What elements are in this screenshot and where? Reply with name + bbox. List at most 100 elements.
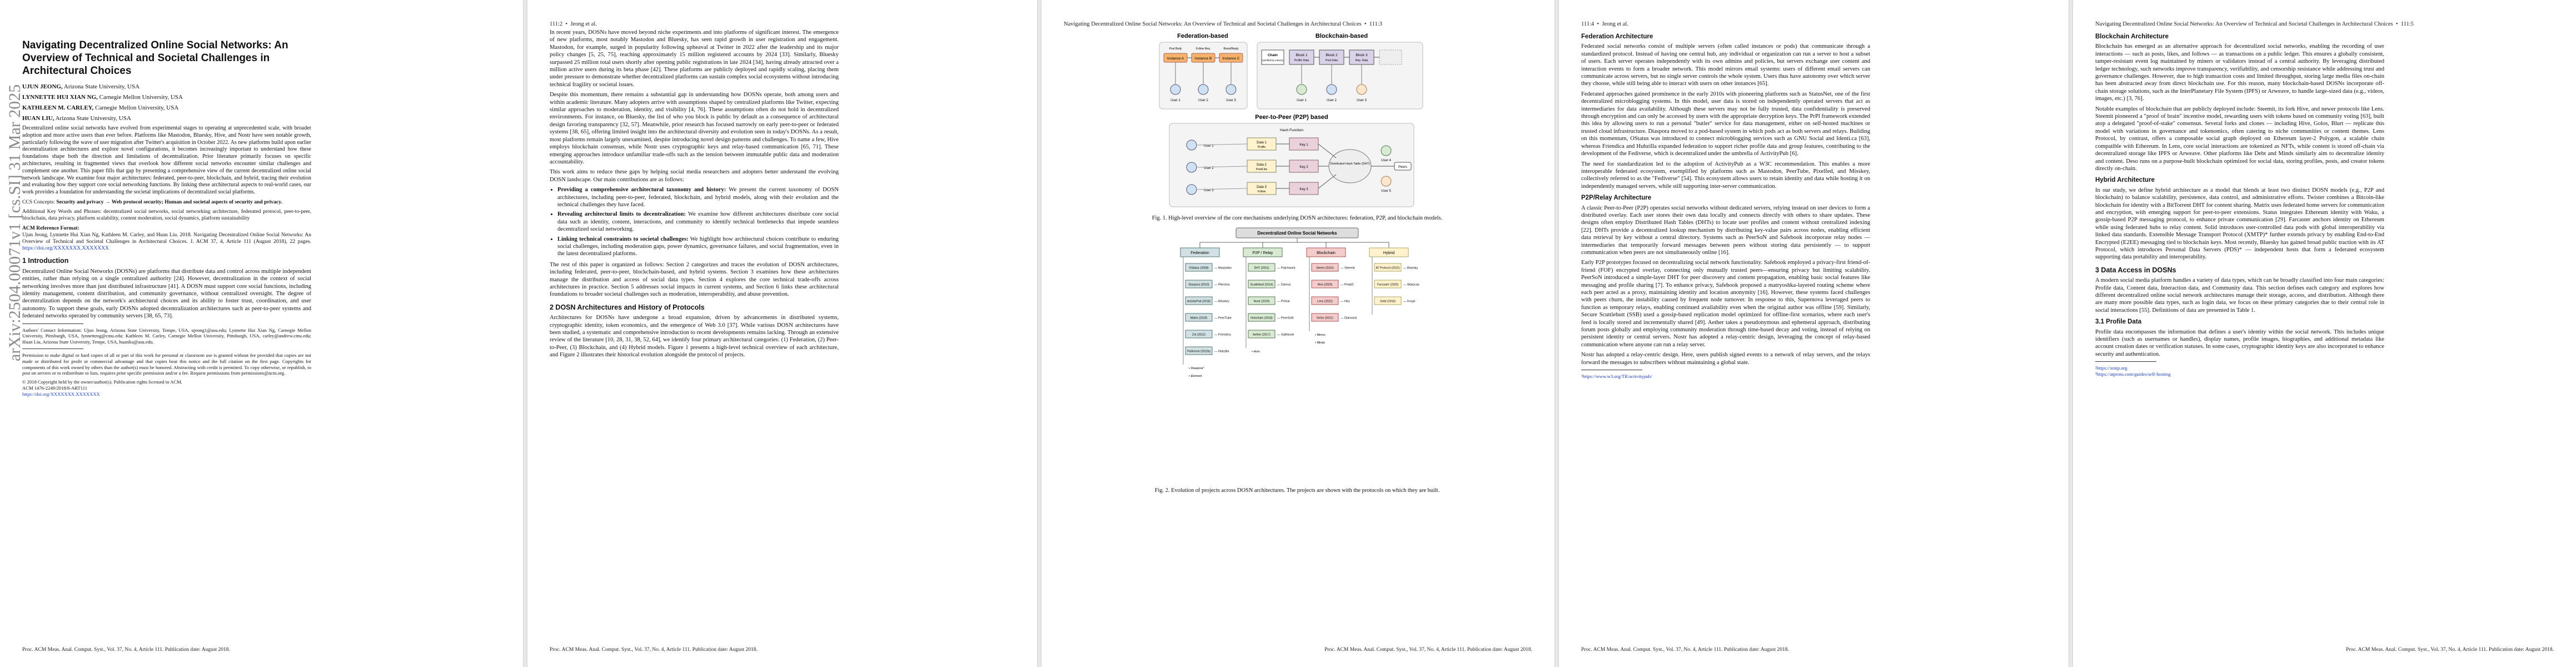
section-heading: 3 Data Access in DOSNs [2095,266,2176,274]
svg-text:User 1: User 1 [1170,99,1180,102]
contribution-item: Linking technical constraints to societa… [557,236,839,258]
doi-link[interactable]: https://doi.org/XXXXXXX.XXXXXXX [22,391,100,397]
p2p-project-label: • Holo [1252,350,1260,354]
hybrid-protocol-label: AT Protocol (2022) [1376,267,1399,270]
page-footer: Proc. ACM Meas. Anal. Comput. Syst., Vol… [550,647,758,653]
hybrid-protocol-box [1374,263,1402,272]
ref-doi-link[interactable]: https://doi.org/XXXXXXX.XXXXXXX [22,245,109,252]
svg-text:(verified by miners): (verified by miners) [1262,59,1284,62]
hybrid-protocol-box [1374,280,1402,288]
user-icon [1186,140,1197,151]
subsection-heading: P2P/Relay Architecture [1581,195,1652,202]
footnote-link[interactable]: ¹https://www.w3.org/TR/activitypub/ [1581,374,1652,380]
dht-cloud: Distributed Hash Table (DHT) [1318,143,1372,189]
acm-ref-label: ACM Reference Format: [22,225,79,231]
federation-project-label: — Misskey [1214,300,1229,303]
p2p-project-label: — Primal [1277,300,1290,303]
svg-text:Instance B: Instance B [1195,57,1212,61]
svg-text:Boost/Reply: Boost/Reply [1224,47,1239,51]
blockchain-project-label: • Memo [1315,334,1326,337]
p2p-protocol-box [1248,296,1275,305]
abstract: Decentralized online social networks hav… [22,125,311,196]
paragraph: A modern social media platform handles a… [2095,277,2384,313]
p2p-right-users: User 4 User 5 Peers [1371,145,1412,193]
arxiv-stamp: arXiv:2504.00071v1 [cs.SI] 31 Mar 2025 [6,84,24,361]
running-header: 111:2 • Jeong et al. [550,21,597,27]
hybrid-protocol-label: Farcaster (2020) [1377,283,1399,287]
running-header: Navigating Decentralized Online Social N… [2095,21,2414,27]
hybrid-protocol-box [1374,296,1402,305]
paper-page-2: 111:2 • Jeong et al. In recent years, DO… [527,0,1037,667]
svg-text:Chain: Chain [1268,53,1278,57]
svg-text:Follow Req.: Follow Req. [1196,47,1210,51]
paper-page-5: Navigating Decentralized Online Social N… [2073,0,2576,667]
federation-project-label: • Diaspora* [1189,367,1204,370]
federation-project-label: — Hubzilla [1214,350,1230,354]
permission-note: Permission to make digital or hard copie… [22,352,311,376]
fed-users: User 1 User 2 User 3 [1170,62,1237,102]
svg-text:Follow: Follow [1258,190,1266,193]
user-icon [1296,84,1307,95]
svg-text:Block 3: Block 3 [1356,53,1368,57]
footnote-link[interactable]: ²https://xmtp.org [2095,365,2127,371]
blockchain-project-label: • Minds [1315,341,1325,345]
paragraph: A classic Peer-to-Peer (P2P) operates so… [1581,205,1870,256]
user-icon [1170,84,1181,95]
blockchain-protocol-label: Hive (2020) [1318,283,1333,287]
fed-title: Federation-based [1177,33,1228,39]
footnote-rule [2095,361,2156,362]
svg-text:Decentralized Online Social Ne: Decentralized Online Social Networks [1257,231,1337,236]
footnote-rule [22,323,83,324]
user-icon [1356,84,1367,95]
block-3 [1349,49,1374,65]
paper-page-4: 111:4 • Jeong et al. Federation Architec… [1559,0,2069,667]
federation-protocol-label: Zot (2012) [1192,334,1205,337]
svg-text:Data 3: Data 3 [1257,186,1267,189]
intro-paragraph: Decentralized Online Social Networks (DO… [22,268,311,320]
paragraph: Nostr has adopted a relay-centric design… [1581,352,1870,366]
contributions-list: Providing a comprehensive architectural … [557,186,839,258]
svg-text:Federation: Federation [1190,251,1209,255]
paragraph: In our study, we define hybrid architect… [2095,187,2384,261]
federation-project-label: — PeerTube [1214,317,1232,320]
subsection-heading: Federation Architecture [1581,33,1653,40]
svg-text:Key 2: Key 2 [1299,166,1308,169]
svg-text:P2P / Relay: P2P / Relay [1253,251,1273,255]
chain-box [1261,49,1284,65]
svg-text:Hash Function: Hash Function [1280,128,1303,132]
section-heading: 2 DOSN Architectures and History of Prot… [550,303,705,311]
hybrid-protocol-label: Solid (2016) [1380,300,1396,303]
blockchain-protocol-box [1311,313,1339,322]
svg-text:Instance C: Instance C [1222,57,1239,61]
page1-column: Navigating Decentralized Online Social N… [22,39,311,400]
block-2 [1319,49,1344,65]
bc-users: User 1 User 2 User 3 [1296,64,1367,102]
paragraph: Federated social networks consist of mul… [1581,43,1870,87]
blockchain-project-label: — PeakD [1341,283,1354,287]
federation-protocol-label: Fediverse (2010s) [1187,350,1210,354]
svg-text:User 5: User 5 [1381,190,1391,193]
p2p-project-label: — Patchwork [1277,267,1296,270]
blocks: Block 1 Profile Data Block 2 Post Data B… [1289,49,1402,65]
contribution-item: Revealing architectural limits to decent… [557,211,839,233]
issn: ACM 1476-2249/2018/8-ART111 [22,385,88,391]
cat-p2p [1243,247,1283,257]
bc-title: Blockchain-based [1316,33,1368,39]
fig2-categories: Federation P2P / Relay Blockchain Hybrid [1180,242,1409,257]
svg-text:User 2: User 2 [1198,99,1208,102]
acm-ref: Ujun Jeong, Lynnette Hui Xian Ng, Kathle… [22,231,311,252]
paragraph: The rest of this paper is organized as f… [550,261,839,298]
block-more [1379,49,1402,65]
svg-text:User 2: User 2 [1327,99,1337,102]
blockchain-protocol-box [1311,263,1339,272]
running-header: Navigating Decentralized Online Social N… [1064,21,1382,27]
federation-protocol-label: Matrix (2019) [1190,317,1208,320]
svg-text:Data 2: Data 2 [1257,163,1267,167]
p2p-project-label: — Safebook [1277,334,1294,337]
running-header: 111:4 • Jeong et al. [1581,21,1628,27]
p2p-title: Peer-to-Peer (P2P) based [1255,114,1328,121]
p2p-project-label: — Damus [1277,283,1291,287]
paragraph: Architectures for DOSNs have undergone a… [550,315,839,359]
footnote-link[interactable]: ³https://atproto.com/guides/self-hosting [2095,371,2171,377]
